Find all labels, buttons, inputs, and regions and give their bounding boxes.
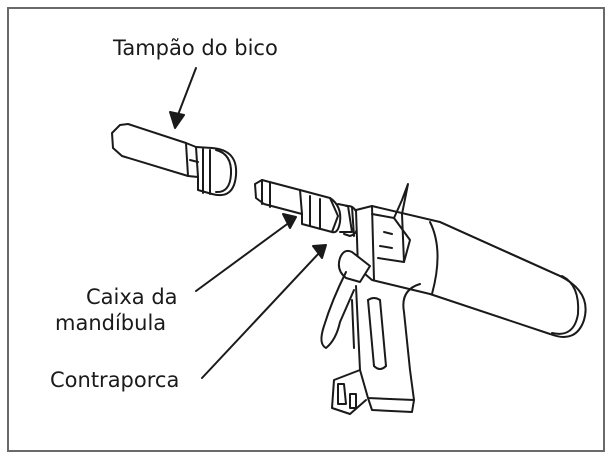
figure-frame	[7, 7, 605, 452]
jaw-housing-label-line2: mandíbula	[55, 311, 167, 335]
tool-body	[355, 183, 587, 338]
nozzle-cap-part	[111, 123, 238, 197]
nozzle-cap-arrow	[169, 67, 197, 129]
nozzle-cap-label: Tampão do bico	[113, 36, 278, 60]
jaw-housing-arrow	[195, 213, 297, 292]
lock-nut-label: Contraporca	[50, 368, 180, 392]
jaw-housing-label-line1: Caixa da	[86, 285, 178, 309]
jaw-housing-part	[254, 179, 353, 234]
lock-nut-arrow	[201, 244, 327, 379]
tool-grip	[320, 249, 421, 415]
